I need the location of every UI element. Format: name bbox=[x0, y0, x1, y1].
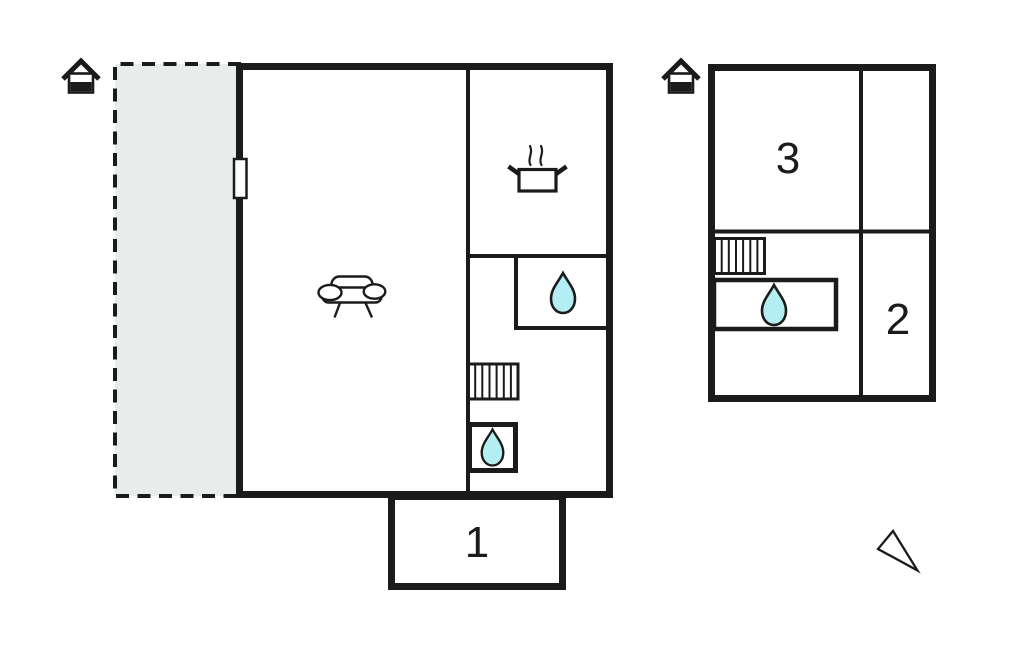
upper-floor-interior-walls bbox=[710, 67, 934, 399]
cooking-pot-icon bbox=[507, 144, 568, 193]
house-icon bbox=[63, 61, 99, 93]
ground-floor-plan: 1 bbox=[63, 61, 613, 590]
north-arrow-icon bbox=[876, 529, 921, 574]
sofa-icon bbox=[317, 275, 387, 318]
room-3-label: 3 bbox=[776, 134, 800, 183]
house-icon bbox=[663, 61, 699, 93]
window-marker bbox=[232, 157, 248, 200]
room-1-label: 1 bbox=[465, 518, 489, 567]
upper-floor-plan: 3 2 bbox=[663, 61, 936, 402]
ground-floor-outer-walls bbox=[236, 63, 613, 498]
terrace-dashed-area bbox=[113, 62, 241, 498]
room-1: 1 bbox=[388, 493, 566, 590]
room-2-label: 2 bbox=[886, 295, 910, 344]
